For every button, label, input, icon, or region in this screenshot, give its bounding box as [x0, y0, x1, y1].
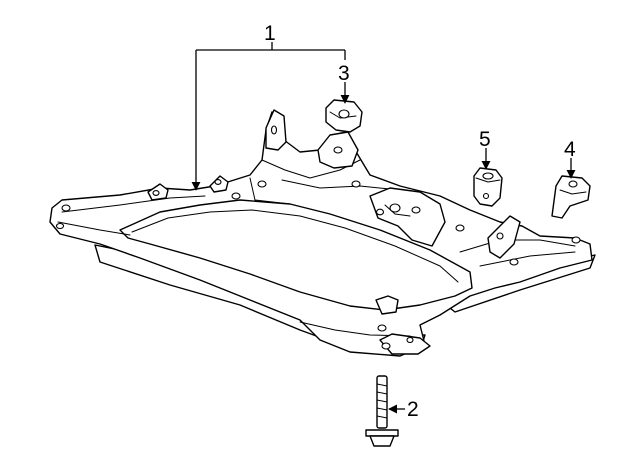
upper-mount-bracket [325, 99, 363, 133]
bushing [473, 167, 503, 207]
callout-3: 3 [338, 62, 350, 85]
bolt [365, 375, 399, 447]
callout-4: 4 [564, 138, 576, 161]
subframe-assembly [49, 109, 596, 357]
callout-1: 1 [264, 22, 276, 45]
callout-5: 5 [479, 128, 491, 151]
leader-lines [191, 42, 576, 414]
side-mount-bracket [551, 175, 591, 219]
callout-2: 2 [407, 398, 419, 421]
